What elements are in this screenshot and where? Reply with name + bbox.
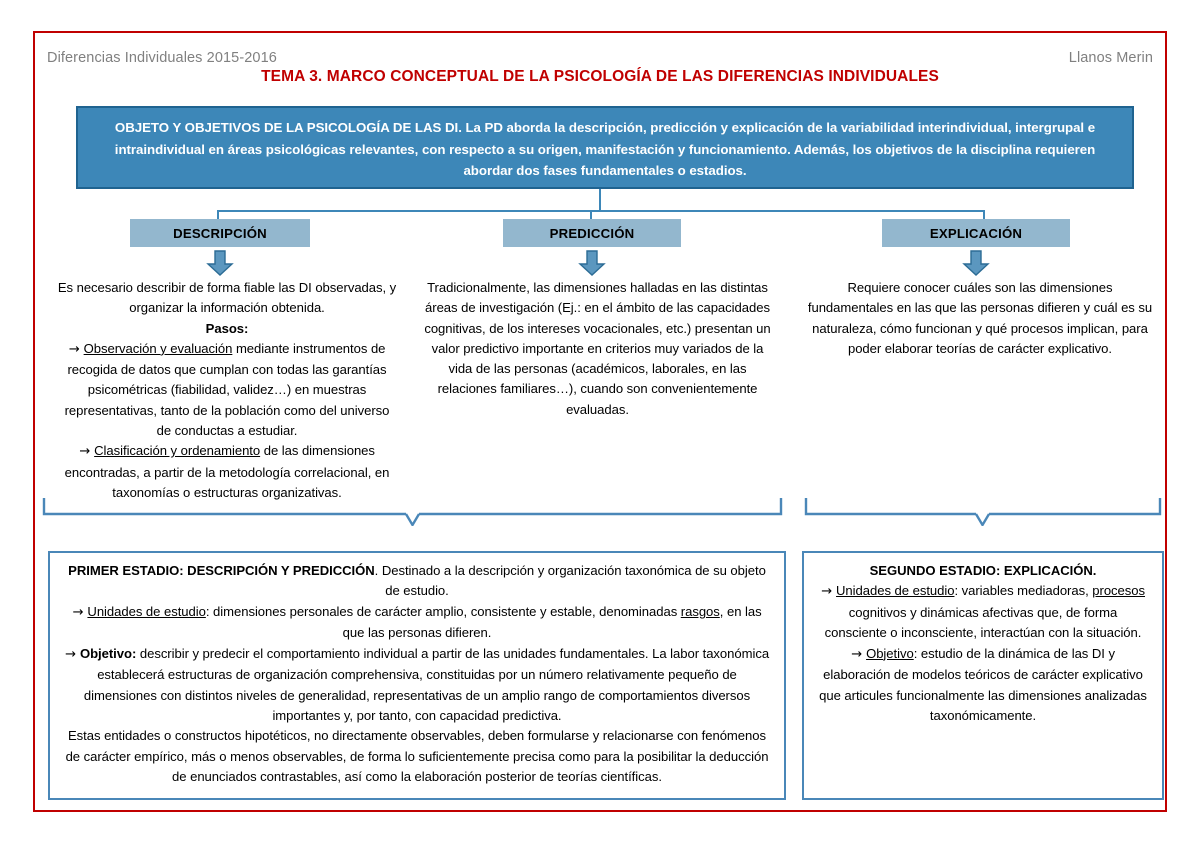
paragraph: Tradicionalmente, las dimensiones hallad… (420, 278, 775, 420)
stage-label-descripcion: DESCRIPCIÓN (130, 219, 310, 247)
down-arrow-icon (962, 250, 990, 276)
paragraph-underlined-term: Unidades de estudio (87, 603, 206, 619)
paragraph-body: : estudio de la dinámica de las DI y ela… (819, 645, 1147, 723)
paragraph-lead: Objetivo: (79, 645, 137, 661)
paragraph-underlined-term: procesos (1092, 583, 1146, 599)
paragraph-body: describir y predecir el comportamiento i… (83, 645, 770, 723)
paragraph: PRIMER ESTADIO: DESCRIPCIÓN Y PREDICCIÓN… (62, 561, 772, 602)
paragraph: Es necesario describir de forma fiable l… (57, 278, 397, 319)
paragraph: → Observación y evaluación mediante inst… (57, 339, 397, 441)
segundo-estadio-box: SEGUNDO ESTADIO: EXPLICACIÓN. → Unidades … (802, 551, 1164, 800)
paragraph: Pasos: (57, 319, 397, 339)
down-arrow-icon (206, 250, 234, 276)
connector-drop-explicacion (983, 210, 985, 220)
paragraph-body: , en las que las personas difieren. (342, 603, 762, 641)
paragraph-body: : variables mediadoras, (954, 583, 1093, 599)
connector-distribution-bar (217, 210, 984, 212)
right-arrow-icon: → (64, 646, 80, 662)
paragraph-lead: SEGUNDO ESTADIO: EXPLICACIÓN. (869, 563, 1097, 578)
paragraph-underlined-term: Observación y evaluación (83, 340, 233, 356)
paragraph: → Objetivo: describir y predecir el comp… (62, 644, 772, 727)
down-arrow-icon (578, 250, 606, 276)
right-arrow-icon: → (68, 341, 84, 357)
paragraph: Requiere conocer cuáles son las dimensio… (805, 278, 1155, 359)
prediccion-column-text: Tradicionalmente, las dimensiones hallad… (420, 278, 775, 420)
paragraph-body: Requiere conocer cuáles son las dimensio… (807, 280, 1153, 356)
paragraph-underlined-term: rasgos (680, 603, 720, 619)
paragraph-underlined-term: Unidades de estudio (836, 583, 955, 599)
descripcion-column-text: Es necesario describir de forma fiable l… (57, 278, 397, 503)
paragraph-body: : dimensiones personales de carácter amp… (205, 603, 681, 619)
bracket-merge-left (42, 498, 783, 526)
paragraph: → Clasificación y ordenamiento de las di… (57, 441, 397, 503)
objeto-y-objetivos-box: OBJETO Y OBJETIVOS DE LA PSICOLOGÍA DE L… (76, 106, 1134, 189)
paragraph: Estas entidades o constructos hipotético… (62, 726, 772, 787)
right-arrow-icon: → (851, 646, 867, 662)
paragraph: → Unidades de estudio: variables mediado… (816, 581, 1150, 643)
header-course-label: Diferencias Individuales 2015-2016 (47, 50, 277, 66)
page-title: TEMA 3. MARCO CONCEPTUAL DE LA PSICOLOGÍ… (261, 68, 939, 85)
primer-estadio-box: PRIMER ESTADIO: DESCRIPCIÓN Y PREDICCIÓN… (48, 551, 786, 800)
paragraph-body: Estas entidades o constructos hipotético… (65, 728, 769, 785)
explicacion-column-text: Requiere conocer cuáles son las dimensio… (805, 278, 1155, 359)
connector-drop-descripcion (217, 210, 219, 220)
stage-label-explicacion: EXPLICACIÓN (882, 219, 1070, 247)
right-arrow-icon: → (79, 444, 95, 460)
stage-label-prediccion: PREDICCIÓN (503, 219, 681, 247)
paragraph-body: . Destinado a la descripción y organizac… (374, 563, 766, 599)
header-author-label: Llanos Merin (1068, 50, 1153, 66)
paragraph: → Unidades de estudio: dimensiones perso… (62, 602, 772, 644)
bracket-merge-right (804, 498, 1162, 526)
paragraph-body: mediante instrumentos de recogida de dat… (64, 340, 390, 438)
paragraph-underlined-term: Objetivo (866, 645, 914, 661)
paragraph-body: Pasos: (205, 320, 249, 336)
paragraph-body: Tradicionalmente, las dimensiones hallad… (424, 280, 771, 417)
paragraph: → Objetivo: estudio de la dinámica de la… (816, 644, 1150, 727)
paragraph-body: de las dimensiones encontradas, a partir… (64, 443, 390, 500)
connector-trunk (599, 189, 601, 212)
paragraph-underlined-term: Clasificación y ordenamiento (94, 443, 261, 459)
paragraph-body: Es necesario describir de forma fiable l… (57, 280, 397, 316)
paragraph-body: cognitivos y dinámicas afectivas que, de… (824, 604, 1142, 641)
page-red-frame (33, 31, 1167, 812)
right-arrow-icon: → (820, 584, 837, 600)
paragraph: SEGUNDO ESTADIO: EXPLICACIÓN. (816, 561, 1150, 581)
right-arrow-icon: → (72, 604, 88, 620)
paragraph-lead: PRIMER ESTADIO: DESCRIPCIÓN Y PREDICCIÓN (68, 563, 375, 578)
connector-drop-prediccion (590, 210, 592, 220)
